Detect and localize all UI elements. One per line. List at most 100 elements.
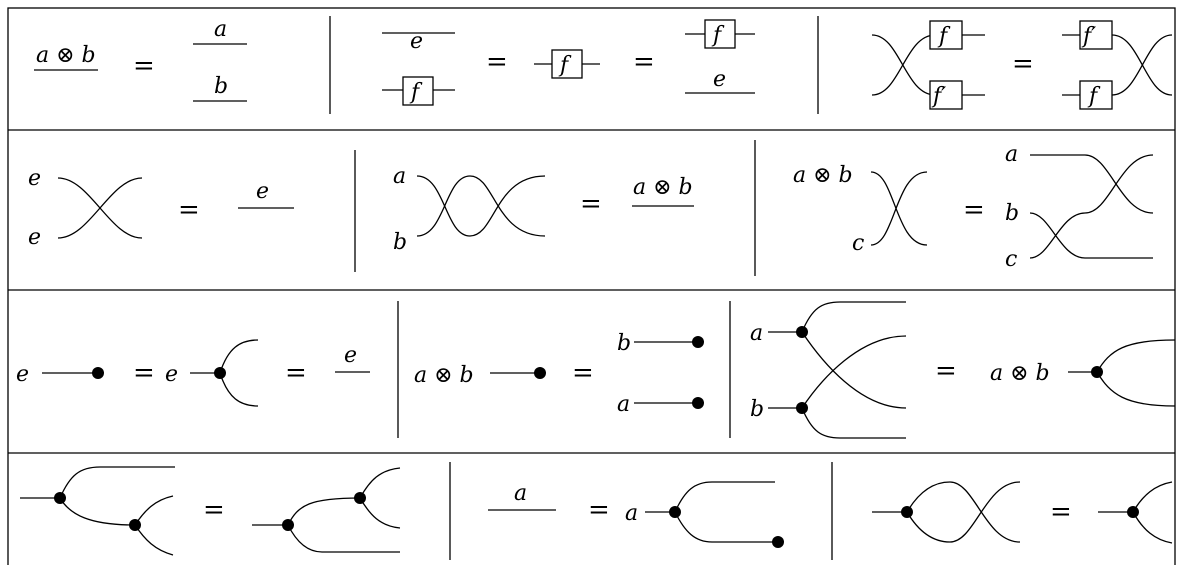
label-a-tensor-b: a ⊗ b [633,175,693,200]
wire [1096,339,1176,373]
equation-box-braid: f f′ = f′ f [871,20,1173,110]
label-b: b [214,74,228,99]
equation-coassociativity: = [20,466,401,556]
label-e: e [16,362,29,387]
wire [59,497,136,526]
label-e: e [165,362,178,387]
copy-dot [129,519,141,531]
wire [801,335,907,409]
equals-sign: = [963,195,985,225]
label-e: e [713,67,726,92]
wire [906,481,1021,543]
counit-dot [534,367,546,379]
crossing-wire [871,34,936,96]
wire [219,339,259,374]
label-a-tensor-b: a ⊗ b [414,363,474,388]
equals-sign: = [285,358,307,388]
wire [801,331,907,409]
equals-sign: = [572,358,594,388]
wire [1132,511,1173,544]
label-a: a [750,321,763,346]
label-c: c [852,231,864,256]
box-label-f-prime: f′ [931,84,946,109]
equals-sign: = [1050,497,1072,527]
equals-sign: = [588,495,610,525]
counit-dot [692,397,704,409]
label-a: a [1005,142,1018,167]
equation-box-slide: e f = f = f e [382,19,755,106]
box-f [402,76,434,106]
equation-copy-discard: a = a [488,481,784,548]
copy-dot [796,326,808,338]
crossing-wire [871,34,936,96]
equals-sign: = [203,495,225,525]
wire [359,497,401,529]
wire [906,481,1021,543]
label-a-tensor-b: a ⊗ b [990,361,1050,386]
equals-sign: = [178,195,200,225]
label-a: a [393,164,406,189]
label-e: e [28,166,41,191]
equals-sign: = [935,356,957,386]
wire [287,524,400,553]
crossing-wire [416,175,546,237]
wire [1030,154,1154,214]
label-e: e [410,29,423,54]
box-f [704,19,736,49]
equals-sign: = [1012,49,1034,79]
wire [1096,371,1176,407]
label-e: e [28,225,41,250]
label-e: e [256,179,269,204]
label-a: a [514,481,527,506]
wire [287,497,361,526]
box-f [1079,80,1113,110]
equals-sign: = [133,358,155,388]
wire [134,524,174,556]
box-f [929,20,963,50]
wire [59,466,175,499]
wire [359,467,401,499]
label-b: b [1005,201,1019,226]
label-a-tensor-b: a ⊗ b [793,163,853,188]
equation-cocommutativity: = [872,481,1173,544]
label-a: a [617,392,630,417]
label-e: e [344,343,357,368]
crossing-wire [57,177,143,239]
label-a: a [625,501,638,526]
equation-self-swap: e e = e [28,166,294,250]
table-frame [7,7,1176,569]
equation-counit: e = e = e [16,339,370,407]
label-b: b [750,397,764,422]
wire [801,301,906,333]
copy-dot [669,506,681,518]
counit-dot [692,336,704,348]
wire [219,372,259,407]
equation-double-swap: a b = a ⊗ b [393,164,694,255]
box-label-f-prime: f′ [1081,24,1096,49]
equals-sign: = [133,51,155,81]
copy-dot [1127,506,1139,518]
equals-sign: = [486,47,508,77]
crossing-wire [870,171,928,246]
label-b: b [617,331,631,356]
counit-dot [772,536,784,548]
equation-counit-tensor: a ⊗ b = b a [414,331,704,417]
copy-dot [282,519,294,531]
box-f-prime [929,80,963,110]
copy-dot [354,492,366,504]
equation-swap-hexagon: a ⊗ b c = a b c [793,142,1154,272]
wire [134,495,174,526]
equals-sign: = [633,47,655,77]
label-a-tensor-b: a ⊗ b [36,43,96,68]
label-b: b [393,230,407,255]
crossing-wire [870,171,928,246]
crossing-wire [1111,34,1173,96]
box-f [551,49,583,79]
wire [674,511,778,543]
wire [1132,481,1173,513]
crossing-wire [416,175,546,237]
equation-copy-tensor: a b = a ⊗ b [750,301,1176,439]
copy-dot [214,367,226,379]
label-a: a [214,17,227,42]
